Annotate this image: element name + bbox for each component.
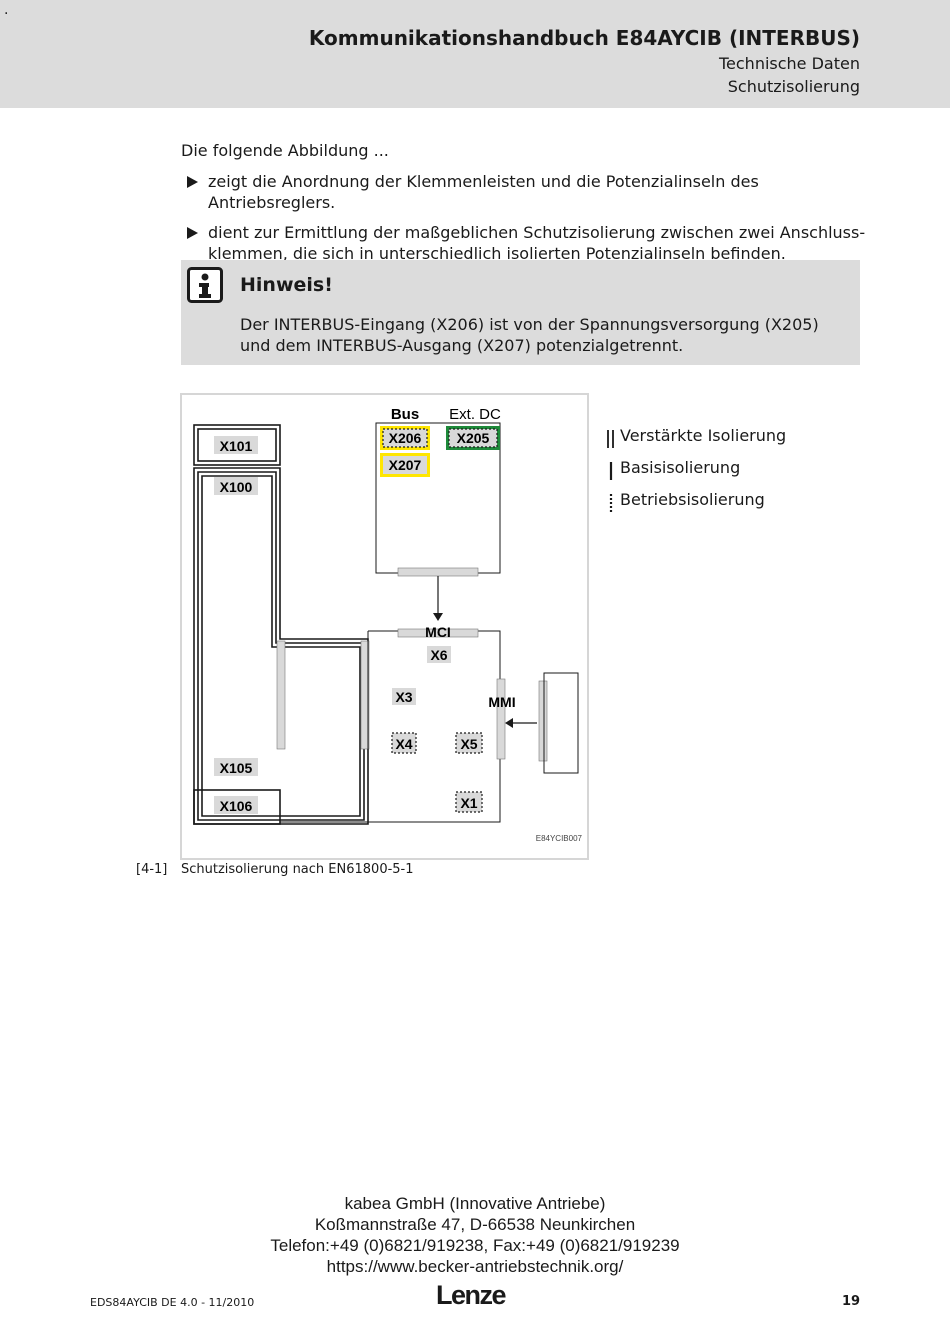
x105-label: X105 [220,760,253,776]
x4-label: X4 [395,736,412,752]
x106-label: X106 [220,798,253,814]
note-title: Hinweis! [240,274,333,296]
mmi-connector-strip [496,678,506,760]
mci-label: MCI [425,624,451,640]
bullet-item: zeigt die Anordnung der Klemmenleisten u… [187,171,867,213]
legend-label: Basisisolierung [620,458,741,477]
bullet-arrow-icon [187,176,198,188]
x206-terminal [382,428,428,448]
note-text: Der INTERBUS-Eingang (X206) ist von der … [240,315,819,355]
single-line-icon [609,462,613,480]
bullet-text: dient zur Ermittlung der maßgeblichen Sc… [208,223,866,263]
legend-label: Betriebsisolierung [620,490,765,509]
lenze-logo: Lenze [436,1280,507,1310]
mmi-label: MMI [488,694,515,710]
x207-label: X207 [389,457,422,473]
bullet-item: dient zur Ermittlung der maßgeblichen Sc… [187,222,867,264]
bullet-arrow-icon [187,227,198,239]
document-title: Kommunikationshandbuch E84AYCIB (INTERBU… [308,26,860,50]
mci-connector-strip [397,628,479,638]
dealer-address: kabea GmbH (Innovative Antriebe) Koßmann… [0,1193,950,1277]
x3-label: X3 [395,689,412,705]
page-header: . Kommunikationshandbuch E84AYCIB (INTER… [0,0,950,108]
ext-dc-label: Ext. DC [449,406,501,423]
x206-label: X206 [389,430,422,446]
bus-label: Bus [391,406,419,423]
chapter-title: Technische Daten [718,54,860,73]
isolation-diagram: Bus Ext. DC X206 X205 X207 X101 X100 X10… [180,393,589,860]
dotted-line-icon [609,494,613,512]
section-title: Schutzisolierung [727,77,860,96]
figure-code: E84YCIB007 [536,834,583,843]
bullet-text: zeigt die Anordnung der Klemmenleisten u… [208,172,759,212]
intro-text: Die folgende Abbildung ... [181,141,389,160]
x207-terminal [383,456,427,474]
x1-label: X1 [460,795,477,811]
isolation-diagram-svg: Bus Ext. DC X206 X205 X207 X101 X100 X10… [193,406,583,843]
x205-label: X205 [457,430,490,446]
header-dot: . [4,2,9,18]
info-icon [187,267,223,303]
note-box: Hinweis! Der INTERBUS-Eingang (X206) ist… [181,260,860,365]
keypad-device [543,672,579,774]
double-line-icon [607,430,614,448]
dealer-website[interactable]: https://www.becker-antriebstechnik.org/ [326,1257,624,1276]
x100-label: X100 [220,479,253,495]
module-connector-strip [397,567,479,577]
x101-label: X101 [220,438,253,454]
legend-label: Verstärkte Isolierung [620,426,787,445]
figure-caption: Schutzisolierung nach EN61800-5-1 [181,862,414,877]
x205-terminal [448,428,498,448]
footer-doc-id: EDS84AYCIB DE 4.0 - 11/2010 [90,1296,255,1309]
bullet-list: zeigt die Anordnung der Klemmenleisten u… [187,171,867,273]
dealer-name: kabea GmbH (Innovative Antriebe) [344,1194,606,1213]
dealer-phone: Telefon:+49 (0)6821/919238, Fax:+49 (0)6… [270,1236,680,1255]
page-number: 19 [842,1294,861,1309]
x5-label: X5 [460,736,477,752]
figure-number: [4-1] [136,862,168,877]
dealer-street: Koßmannstraße 47, D-66538 Neunkirchen [314,1215,636,1234]
x6-label: X6 [430,647,447,663]
